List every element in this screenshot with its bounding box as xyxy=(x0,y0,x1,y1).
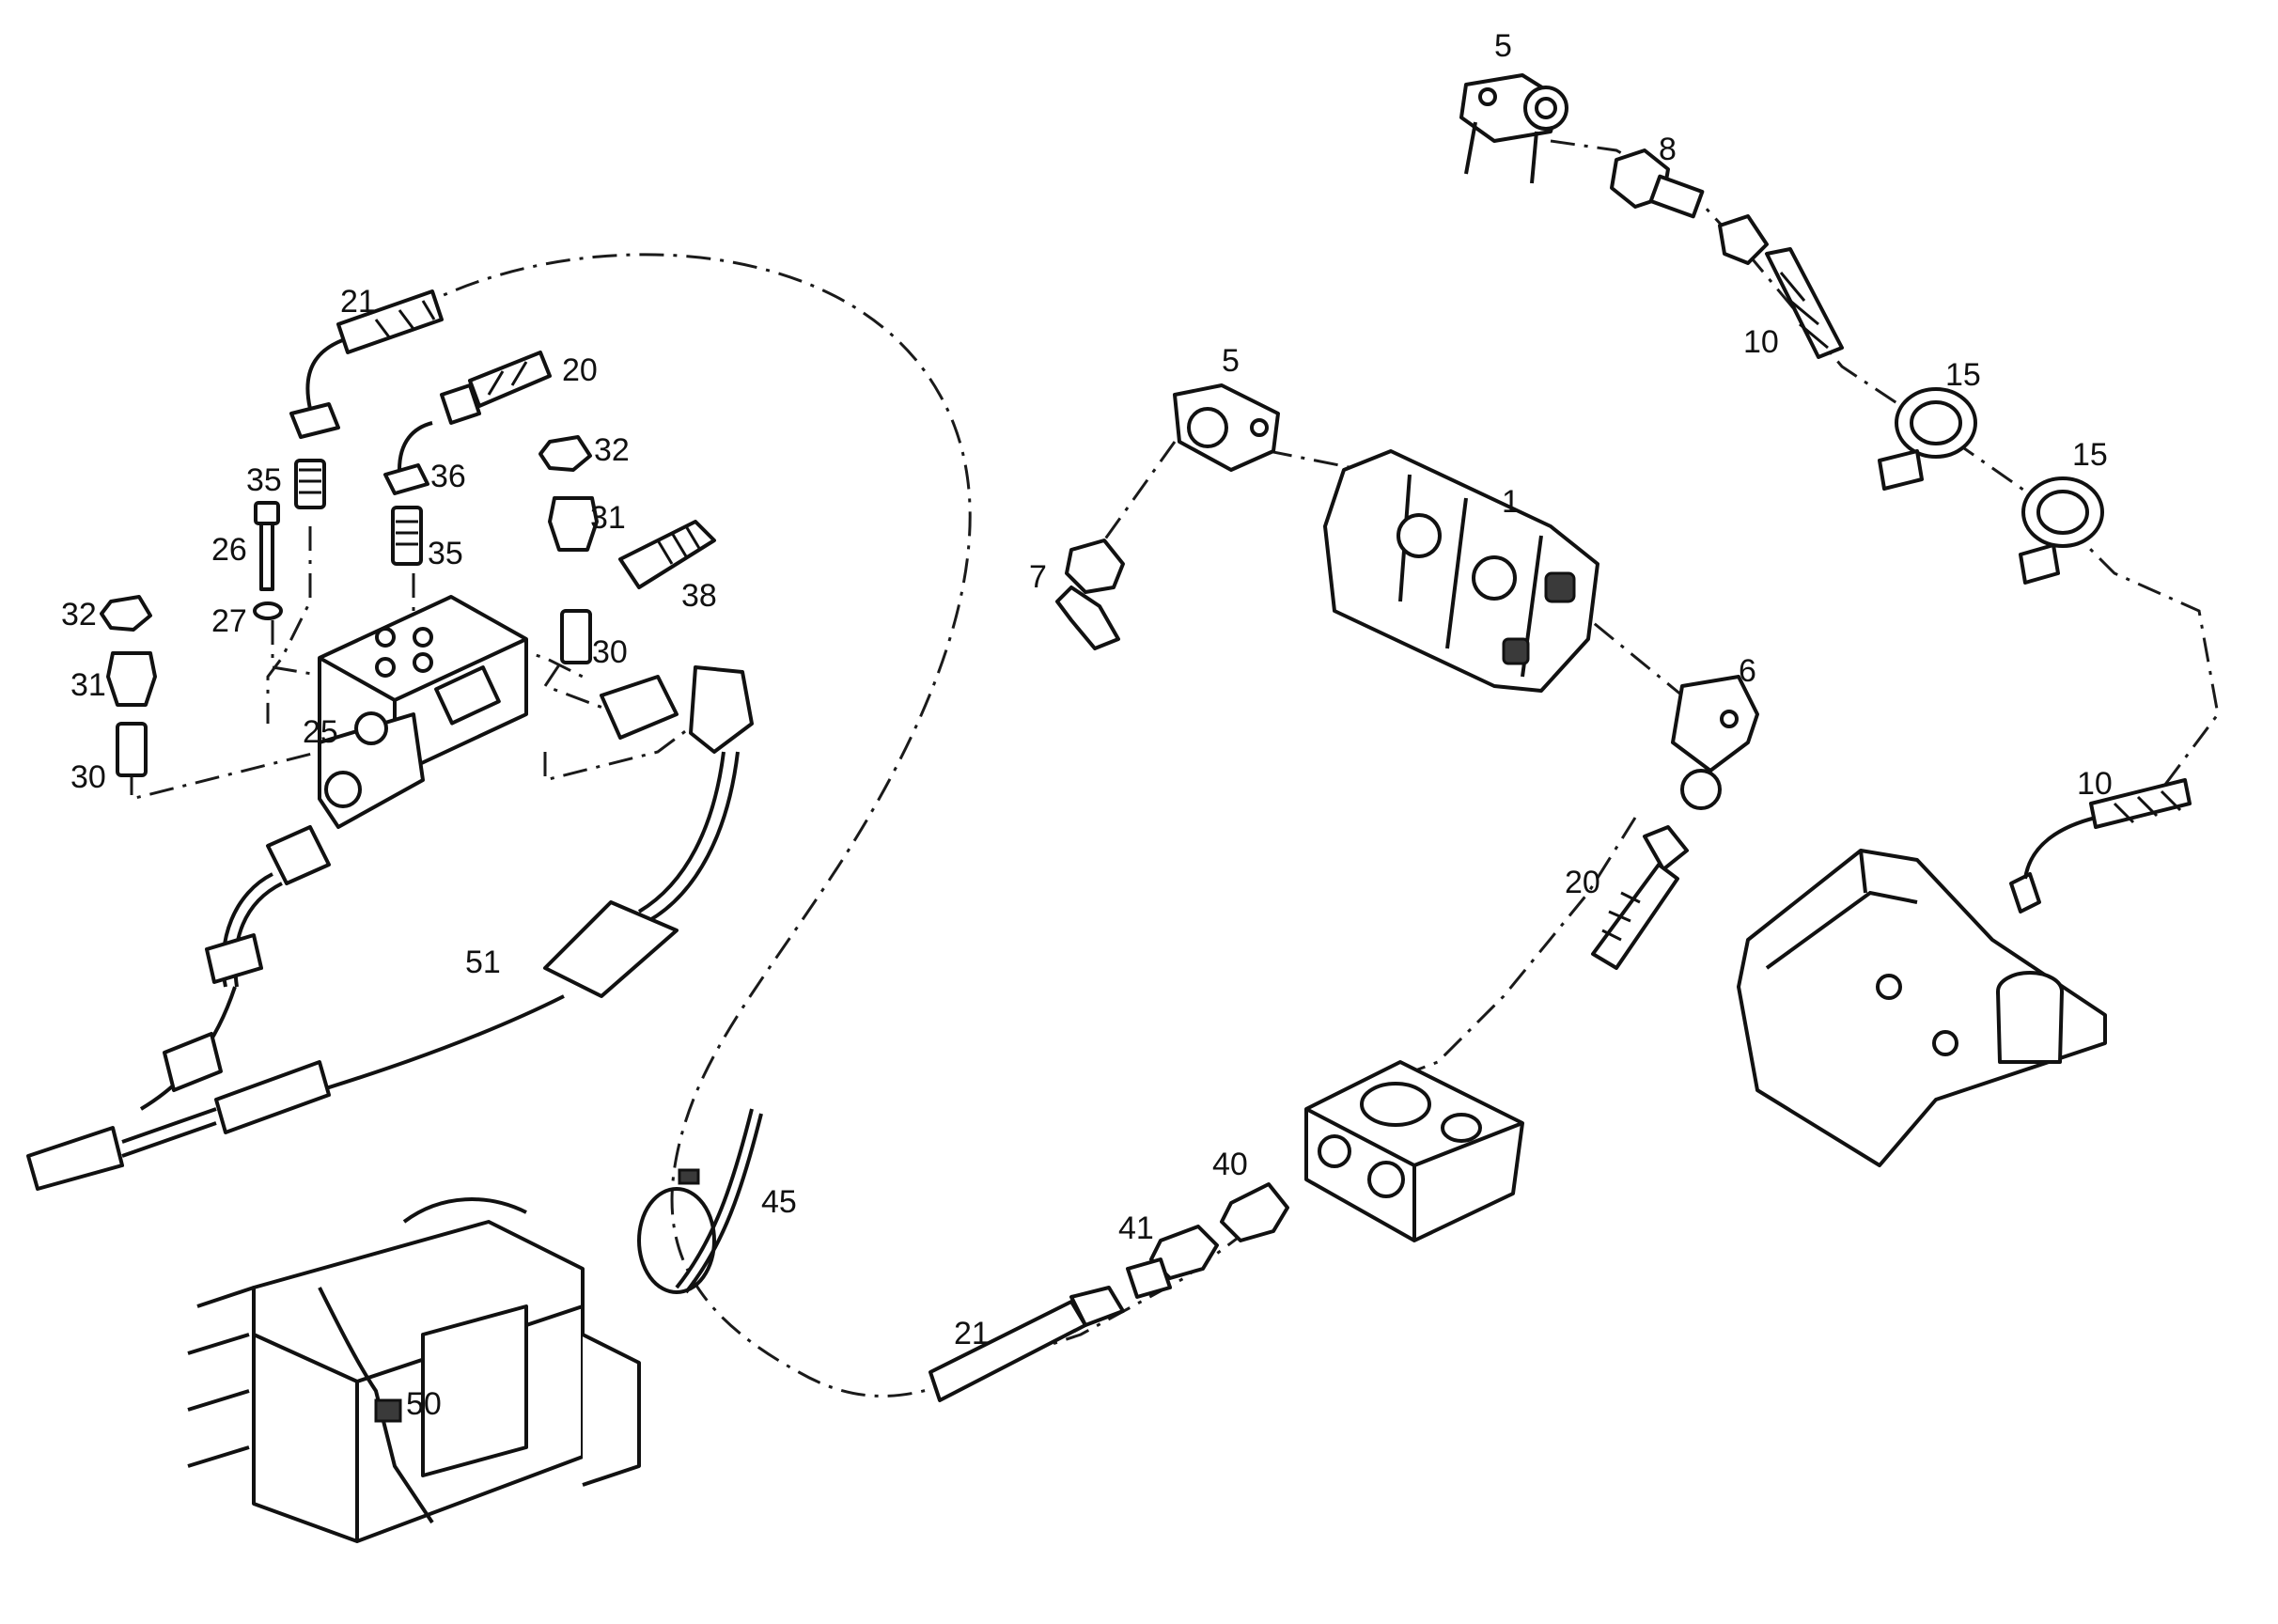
leader-lines xyxy=(130,139,2220,1398)
clamp-15-b xyxy=(2019,476,2104,585)
callout-40: 40 xyxy=(1212,1147,1248,1182)
fitting-41 xyxy=(1126,1225,1219,1299)
callout-labels: 5 8 10 15 15 5 1 7 6 20 10 21 20 32 36 3… xyxy=(61,28,2113,1422)
callout-41: 41 xyxy=(1118,1210,1154,1246)
nipple-35-a xyxy=(294,459,326,509)
clamp-15-a xyxy=(1878,387,1977,491)
callout-31-left: 31 xyxy=(70,667,106,703)
callout-50: 50 xyxy=(406,1386,442,1422)
callout-32-left: 32 xyxy=(61,597,97,632)
hose-10-top xyxy=(1718,214,1844,359)
bolt-26 xyxy=(254,501,280,591)
elbow-36 xyxy=(383,421,433,495)
hose-10-tank xyxy=(2009,778,2192,914)
callout-15-b: 15 xyxy=(2072,437,2108,473)
bracket-6 xyxy=(1671,675,1759,810)
callout-36: 36 xyxy=(430,459,466,494)
plug-31-left xyxy=(106,651,157,707)
callout-51: 51 xyxy=(465,945,501,980)
bracket-5-center xyxy=(1173,383,1280,472)
callout-8: 8 xyxy=(1659,132,1677,167)
nut-32-left xyxy=(100,595,152,632)
callout-10-tank: 10 xyxy=(2077,766,2113,802)
callout-32-top: 32 xyxy=(594,432,630,468)
callout-20-center: 20 xyxy=(1565,865,1600,900)
washer-27 xyxy=(253,601,283,620)
callout-31-top: 31 xyxy=(590,500,626,536)
callout-5-top: 5 xyxy=(1494,28,1512,64)
callout-30-top: 30 xyxy=(592,634,628,670)
callout-7: 7 xyxy=(1029,559,1047,595)
fitting-40 xyxy=(1220,1182,1289,1242)
callout-27: 27 xyxy=(211,603,247,639)
plug-31-top xyxy=(548,496,599,552)
callout-21-top: 21 xyxy=(340,284,376,320)
callout-35-a: 35 xyxy=(246,462,282,498)
nipple-30-top xyxy=(560,609,592,664)
hose-20-top xyxy=(440,351,552,425)
solenoid-25 xyxy=(318,711,425,829)
fitting-8 xyxy=(1610,148,1705,219)
nipple-30-left xyxy=(116,722,148,777)
callout-45: 45 xyxy=(761,1184,797,1220)
hose-21-lower xyxy=(928,1286,1125,1402)
elbow-7 xyxy=(1055,539,1125,650)
callout-25: 25 xyxy=(303,714,338,750)
callout-6: 6 xyxy=(1739,653,1756,689)
bracket-5-top xyxy=(1459,73,1568,184)
cable-tie-45 xyxy=(637,1108,763,1294)
callout-15-a: 15 xyxy=(1945,357,1981,393)
callout-35-b: 35 xyxy=(428,536,463,571)
hydraulic-pump-1 xyxy=(1323,449,1599,693)
callout-5-center: 5 xyxy=(1222,343,1240,379)
valve-block xyxy=(1304,1060,1524,1242)
callout-26: 26 xyxy=(211,532,247,568)
callout-21-lower: 21 xyxy=(954,1316,990,1351)
hose-21-top xyxy=(289,289,444,439)
callout-20-top: 20 xyxy=(562,352,598,388)
wiring-harness-51 xyxy=(26,665,754,1191)
callout-10-top: 10 xyxy=(1743,324,1779,360)
cab-battery-area xyxy=(187,1197,641,1543)
nut-32-top xyxy=(538,435,592,472)
callout-38: 38 xyxy=(681,578,717,614)
hose-20-center xyxy=(1591,825,1689,970)
callout-30-left: 30 xyxy=(70,759,106,795)
sensor-38 xyxy=(618,520,716,589)
callout-1: 1 xyxy=(1502,484,1520,520)
hydraulic-tank xyxy=(1737,849,2107,1167)
nipple-35-b xyxy=(391,506,423,566)
